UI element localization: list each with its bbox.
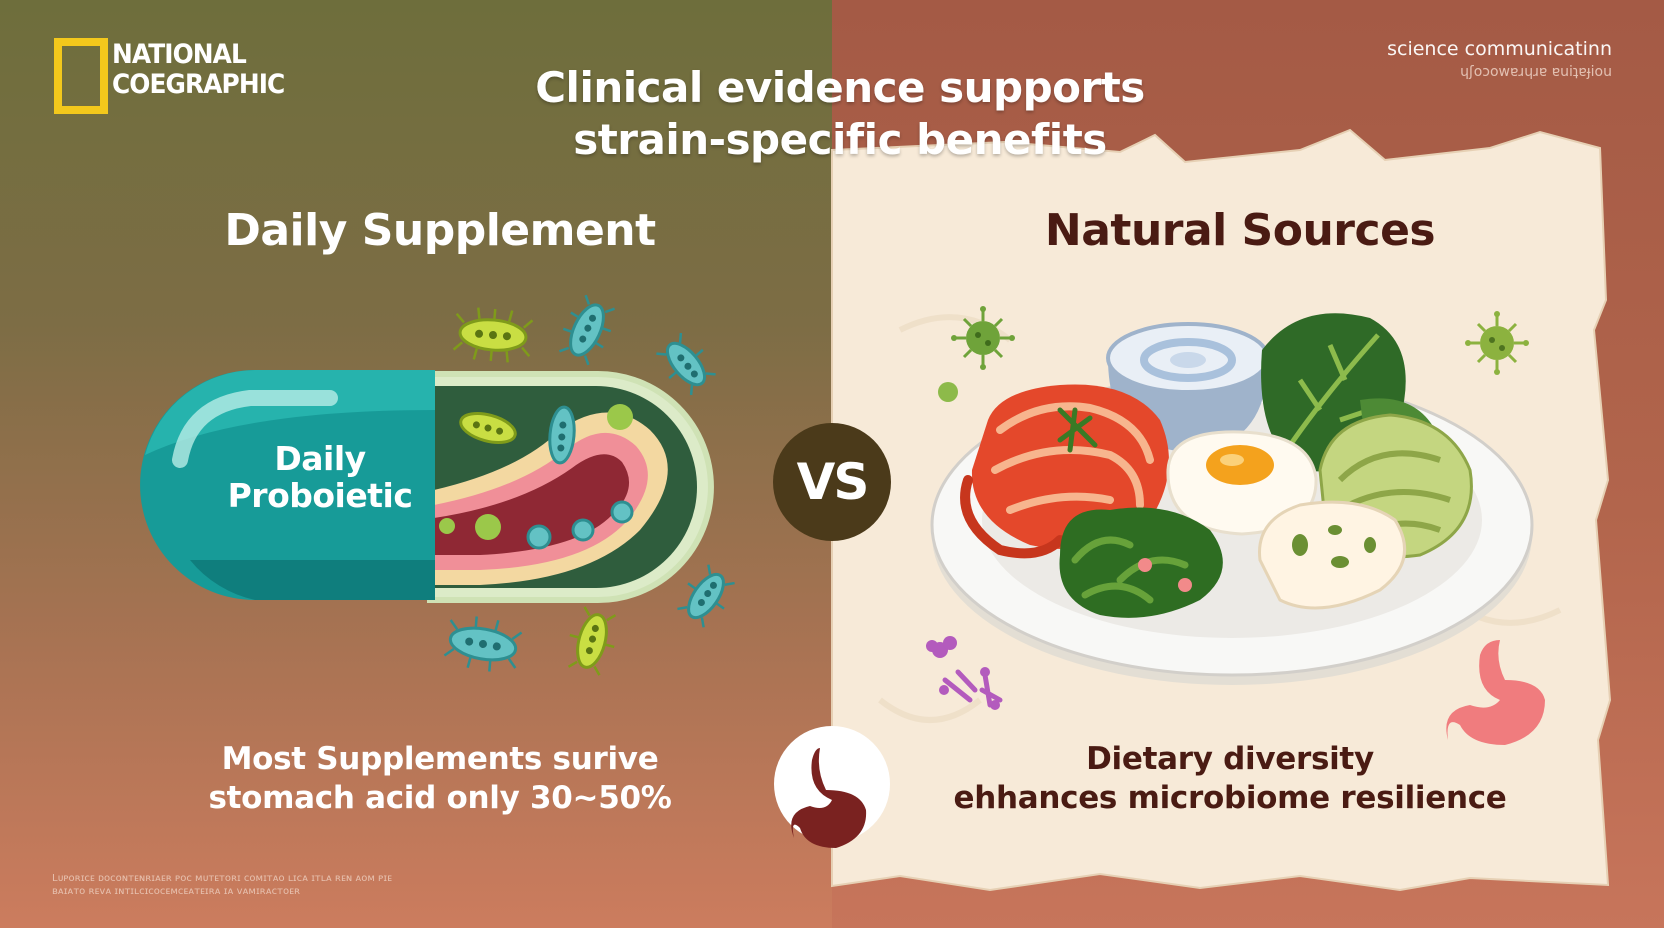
spore-icon bbox=[938, 382, 958, 402]
bacteria-icon bbox=[558, 294, 616, 366]
pill-label: Daily Proboietic bbox=[190, 440, 450, 514]
footnote-line-2: ʙᴀɪᴀᴛᴏ ʀᴇᴠᴀ ɪɴᴛɪʟᴄɪᴄᴏᴄᴇᴍᴄᴇᴀᴛᴇɪʀᴀ ɪᴀ ᴠᴀᴍɪ… bbox=[52, 886, 301, 897]
food-plate-icon bbox=[930, 313, 1534, 685]
stomach-icon bbox=[791, 748, 867, 848]
right-caption-line-1: Dietary diversity bbox=[1086, 741, 1374, 777]
headline-line-1: Clinical evidence supports bbox=[535, 63, 1145, 112]
pill-label-line-1: Daily bbox=[274, 439, 366, 478]
logo-line-1: NATIONAL bbox=[112, 39, 247, 70]
logo-frame-icon bbox=[54, 38, 108, 114]
purple-microbes-icon bbox=[926, 636, 1003, 710]
headline: Clinical evidence supports strain-specif… bbox=[460, 62, 1220, 166]
left-caption-line-2: stomach acid only 30~50% bbox=[208, 780, 672, 816]
right-caption-line-2: ehhances microbiome resilience bbox=[953, 780, 1507, 816]
brand-logo-text: NATIONAL COEGRAPHIC bbox=[112, 39, 285, 100]
pill-label-line-2: Proboietic bbox=[227, 476, 413, 515]
footnote-line-1: Lᴜᴘᴏʀɪᴄᴇ ᴅᴏᴄᴏɴᴛᴇɴʀɪᴀᴇʀ ᴘᴏᴄ ᴍᴜᴛᴇᴛᴏʀɪ ᴄᴏᴍɪ… bbox=[52, 873, 393, 884]
bacteria-icon bbox=[656, 332, 716, 396]
left-section-title: Daily Supplement bbox=[224, 205, 656, 256]
bacteria-icon bbox=[677, 564, 735, 628]
stomach-icon bbox=[1446, 640, 1545, 745]
logo-line-2: COEGRAPHIC bbox=[112, 69, 285, 100]
bacteria-icon bbox=[443, 616, 523, 672]
left-caption: Most Supplements surive stomach acid onl… bbox=[150, 740, 730, 818]
headline-line-2: strain-specific benefits bbox=[573, 115, 1107, 164]
right-section-title: Natural Sources bbox=[1044, 205, 1436, 256]
bacteria-icon bbox=[548, 405, 576, 465]
probiotic-capsule-icon bbox=[140, 370, 714, 603]
bacteria-icon bbox=[567, 606, 617, 676]
microbe-icon bbox=[951, 306, 1015, 370]
science-tag-sub: ɥʃoɔowɐɹɥɹɐ ɐuiʇɐɟiou bbox=[1460, 64, 1612, 80]
vs-badge bbox=[773, 423, 891, 541]
bacteria-icon bbox=[452, 307, 534, 363]
bacteria-icon bbox=[459, 412, 517, 444]
left-caption-line-1: Most Supplements surive bbox=[221, 741, 659, 777]
science-tag: science communicatinn bbox=[1387, 38, 1612, 60]
footnote: Lᴜᴘᴏʀɪᴄᴇ ᴅᴏᴄᴏɴᴛᴇɴʀɪᴀᴇʀ ᴘᴏᴄ ᴍᴜᴛᴇᴛᴏʀɪ ᴄᴏᴍɪ… bbox=[52, 872, 432, 898]
right-caption: Dietary diversity ehhances microbiome re… bbox=[930, 740, 1530, 818]
microbe-icon bbox=[1465, 311, 1529, 375]
vs-label: VS bbox=[796, 453, 870, 511]
